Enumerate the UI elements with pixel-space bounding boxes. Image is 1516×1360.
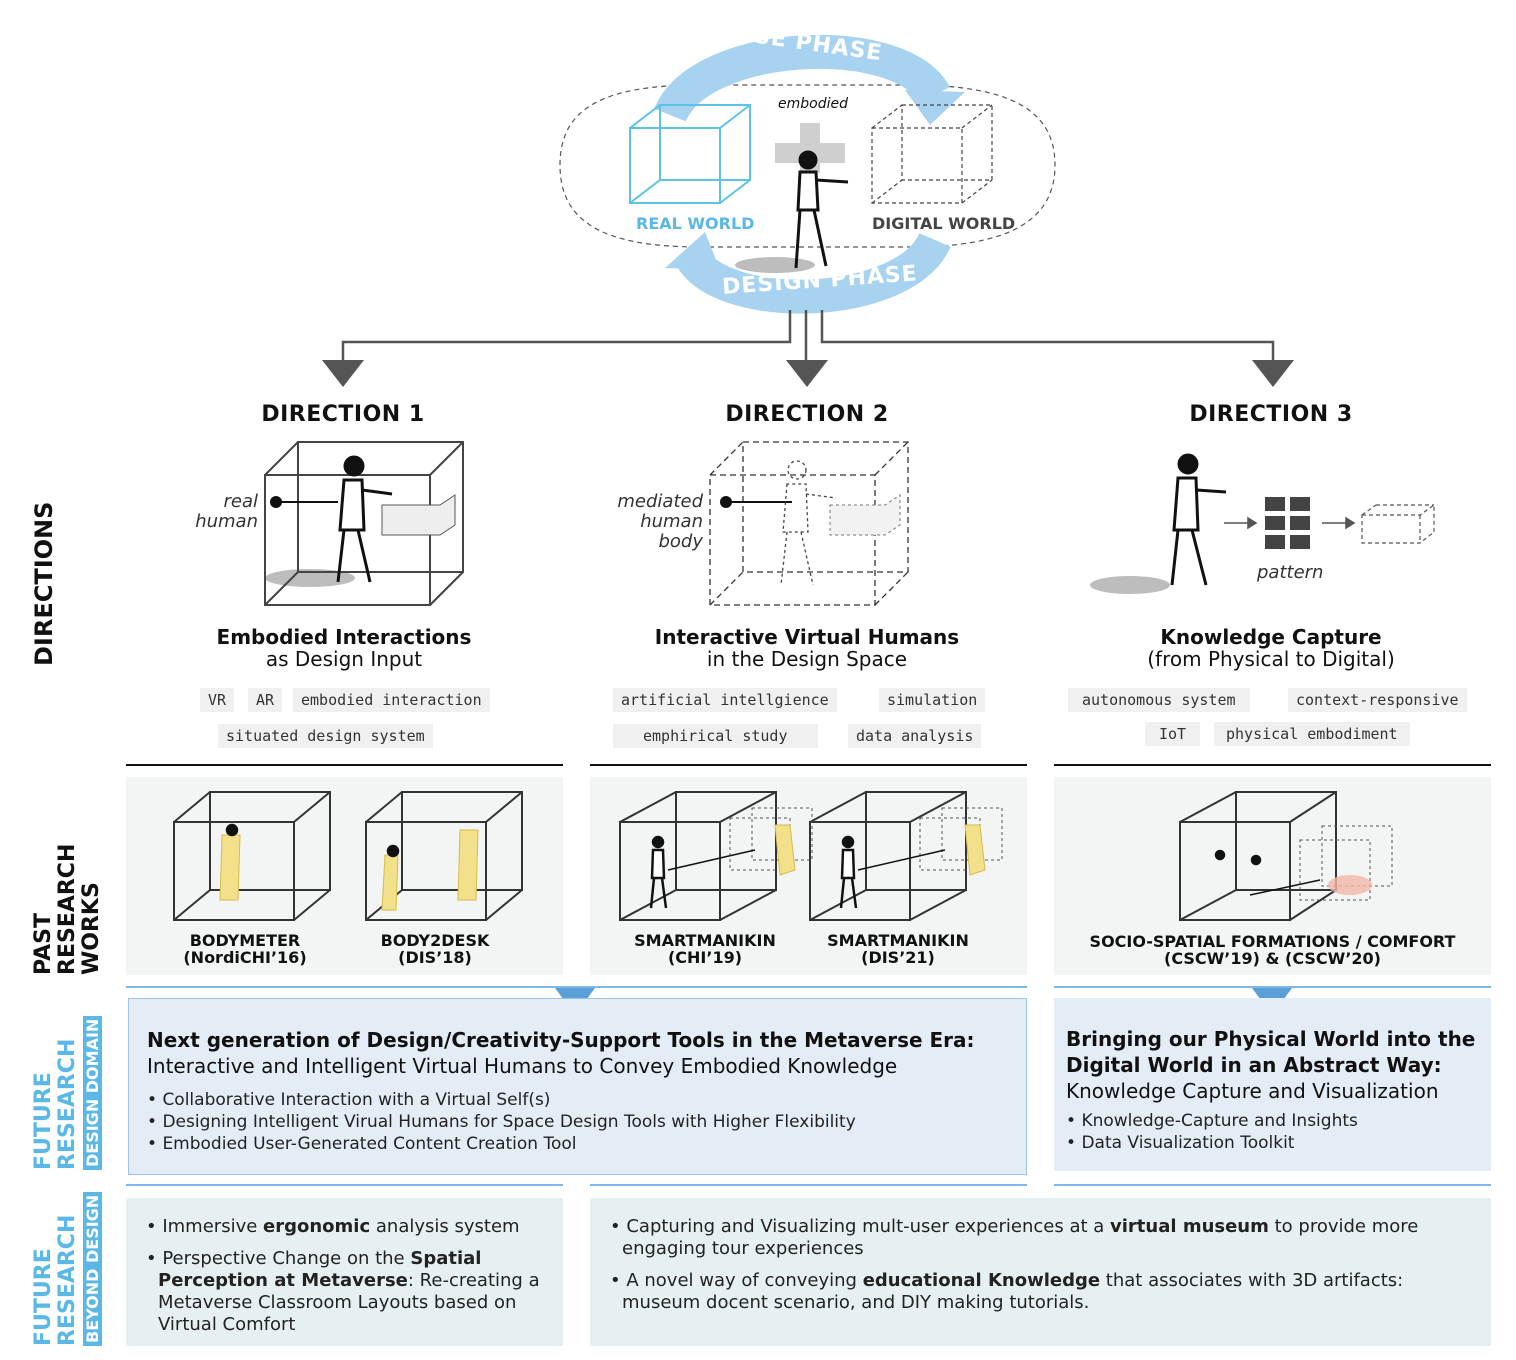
future-beyond-left-box: Immersive ergonomic analysis system Pers… [126,1198,563,1346]
tag-simulation: simulation [879,688,986,712]
list-item: Designing Intelligent Virual Humans for … [147,1111,1008,1133]
future-design-left-list: Collaborative Interaction with a Virtual… [147,1089,1008,1155]
work-socio-spatial: SOCIO-SPATIAL FORMATIONS / COMFORT(CSCW’… [1089,932,1456,968]
direction2-subtitle: Interactive Virtual Humans in the Design… [654,625,960,671]
tag-data-analysis: data analysis [848,724,982,748]
future-beyond-right-box: Capturing and Visualizing mult-user expe… [590,1198,1491,1346]
list-item: Immersive ergonomic analysis system [146,1216,549,1238]
future-design-left-title: Next generation of Design/Creativity-Sup… [147,1028,975,1052]
direction2-title: DIRECTION 2 [725,402,889,427]
direction1-subtitle: Embodied Interactions as Design Input [216,625,472,671]
direction2-illustration [709,441,909,606]
direction1-title: DIRECTION 1 [261,402,425,427]
list-item: Capturing and Visualizing mult-user expe… [610,1216,1477,1260]
tag-vr: VR [200,688,235,712]
tag-context-responsive: context-responsive [1288,688,1467,712]
tag-ar: AR [248,688,283,712]
dashed-cloud-outline [559,84,1056,248]
work-bodymeter: BODYMETER(NordiCHI’16) [183,931,307,967]
pattern-grid-icon [1265,497,1310,549]
list-item: Collaborative Interaction with a Virtual… [147,1089,1008,1111]
pattern-annotation: pattern [1257,562,1324,583]
design-phase-arrowhead [665,232,720,270]
tag-embodied-interaction: embodied interaction [293,688,490,712]
tag-empirical-study: emphirical study [613,724,818,748]
tag-situated-design-system: situated design system [218,724,433,748]
future-design-left-subtitle: Interactive and Intelligent Virtual Huma… [147,1054,898,1078]
digital-world-cube [871,104,993,204]
direction3-subtitle: Knowledge Capture (from Physical to Digi… [1147,625,1395,671]
use-phase-arrow [654,35,950,123]
list-item: Embodied User-Generated Content Creation… [147,1133,1008,1155]
phase-cycle-graphic [559,35,1056,314]
direction-arrowheads [322,360,1294,387]
tag-autonomous-system: autonomous system [1068,688,1250,712]
direction3-title: DIRECTION 3 [1189,402,1353,427]
work-smartmanikin-chi: SMARTMANIKIN(CHI’19) [634,931,776,967]
tag-iot: IoT [1145,722,1201,746]
work-smartmanikin-dis: SMARTMANIKIN(DIS’21) [827,931,969,967]
real-world-cube [629,104,751,204]
use-phase-arrowhead [905,90,965,125]
work-body2desk: BODY2DESK(DIS’18) [380,931,490,967]
list-item: Data Visualization Toolkit [1066,1132,1479,1154]
tag-artificial-intelligence: artificial intellgience [613,688,837,712]
direction1-illustration [264,441,464,606]
list-item: A novel way of conveying educational Kno… [610,1270,1477,1314]
list-item: Perspective Change on the Spatial Percep… [146,1248,549,1336]
future-design-right-list: Knowledge-Capture and Insights Data Visu… [1066,1110,1479,1154]
future-design-right-subtitle: Knowledge Capture and Visualization [1066,1079,1439,1103]
list-item: Knowledge-Capture and Insights [1066,1110,1479,1132]
future-design-left-box: Next generation of Design/Creativity-Sup… [128,998,1027,1175]
side-label-directions: DIRECTIONS [30,501,58,666]
future-rules [126,986,1491,1186]
embodied-label: embodied [778,96,848,112]
direction3-illustration [1090,453,1435,594]
person-icon [794,150,849,269]
design-phase-arrow [674,231,951,314]
tag-physical-embodiment: physical embodiment [1214,722,1410,746]
real-world-label: REAL WORLD [636,214,755,233]
direction-connectors [341,310,1275,360]
digital-world-label: DIGITAL WORLD [872,214,1016,233]
